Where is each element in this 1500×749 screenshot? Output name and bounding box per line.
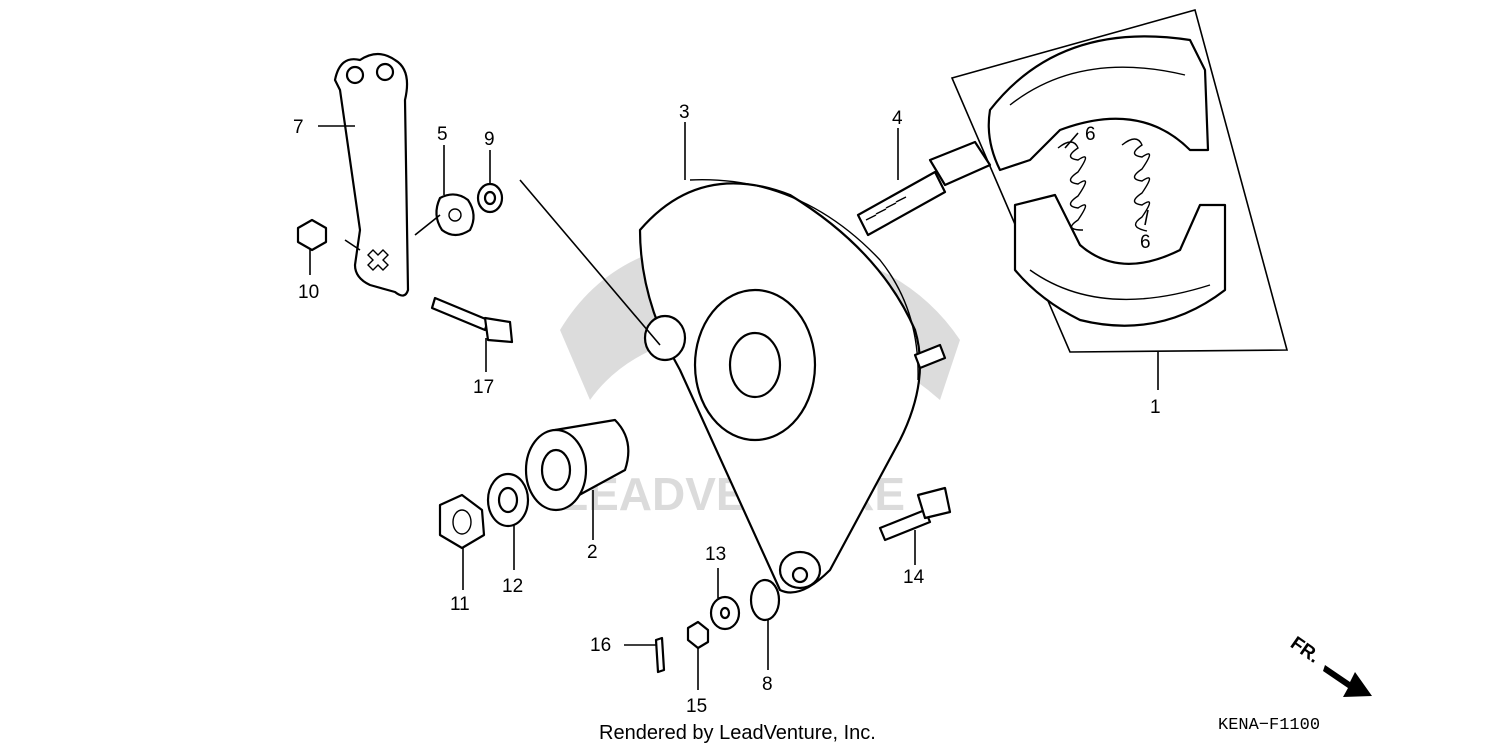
callout-13: 13 (705, 544, 726, 565)
dust-seal[interactable] (476, 182, 504, 214)
callout-1: 1 (1150, 397, 1161, 418)
axle-collar[interactable] (524, 418, 630, 512)
arm-bolt[interactable] (430, 296, 514, 344)
stopper-nut[interactable] (686, 620, 710, 650)
leader-lines (309, 122, 1159, 690)
cotter-pin[interactable] (654, 636, 666, 674)
diagram-code: KENA−F1100 (1218, 716, 1320, 735)
callout-2: 2 (587, 542, 598, 563)
callout-4: 4 (892, 108, 903, 129)
front-label: FR. (1286, 633, 1323, 668)
brake-cam[interactable] (856, 140, 992, 237)
front-direction-indicator: FR. (1286, 633, 1372, 697)
front-arrow-icon (1323, 665, 1372, 697)
callout-15: 15 (686, 696, 707, 717)
shoe-spring-left[interactable] (1057, 141, 1087, 231)
callout-16: 16 (590, 635, 611, 656)
callout-3: 3 (679, 102, 690, 123)
brake-shoe-set[interactable] (950, 9, 1289, 353)
wear-indicator-plate[interactable] (435, 193, 475, 237)
callout-9: 9 (484, 129, 495, 150)
stopper-washer[interactable] (709, 595, 741, 631)
callout-17: 17 (473, 377, 494, 398)
brake-panel[interactable] (638, 179, 947, 594)
callout-11: 11 (450, 594, 470, 615)
callout-12: 12 (502, 576, 523, 597)
axle-washer[interactable] (486, 472, 530, 528)
stopper-bolt[interactable] (878, 486, 952, 542)
callout-labels: 1 2 3 4 5 6 6 7 8 9 10 11 12 13 14 15 16… (293, 102, 1161, 717)
arm-nut[interactable] (296, 218, 328, 252)
callout-5: 5 (437, 124, 448, 145)
shoe-spring-right[interactable] (1121, 138, 1151, 232)
callout-14: 14 (903, 567, 925, 588)
axle-nut[interactable] (438, 493, 486, 550)
callout-8: 8 (762, 674, 773, 695)
callout-10: 10 (298, 282, 319, 303)
render-credit: Rendered by LeadVenture, Inc. (599, 722, 876, 744)
callout-6-bottom: 6 (1140, 232, 1151, 253)
brake-arm[interactable] (333, 52, 410, 297)
stopper-rubber[interactable] (749, 578, 781, 622)
callout-6-top: 6 (1085, 124, 1096, 145)
callout-7: 7 (293, 117, 304, 138)
